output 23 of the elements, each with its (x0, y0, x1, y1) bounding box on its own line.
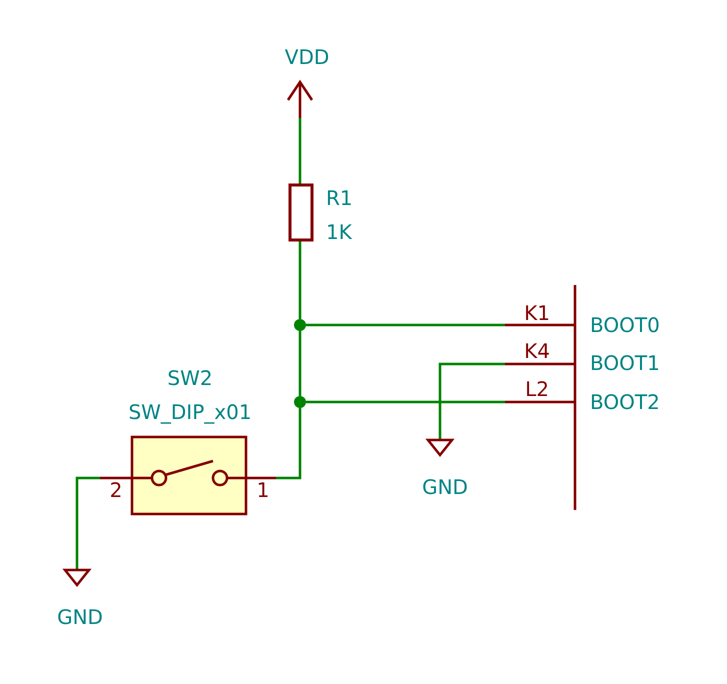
wire (298, 240, 302, 319)
net-label: VDD (284, 47, 330, 67)
wire (438, 362, 505, 440)
pin-name: BOOT2 (590, 392, 660, 412)
pin-number: 1 (256, 480, 270, 500)
wire (76, 476, 100, 570)
wire (306, 324, 505, 326)
wire (306, 400, 505, 404)
pin-number: L2 (525, 379, 549, 399)
wire (276, 408, 302, 480)
pin-name: BOOT1 (590, 353, 660, 373)
reference-label: R1 (326, 188, 353, 208)
wire (298, 331, 302, 396)
net-label: GND (57, 607, 103, 627)
pin-number: 2 (110, 480, 122, 500)
pin-number: K1 (524, 303, 550, 323)
pin-name: BOOT0 (590, 315, 660, 335)
wire (298, 118, 302, 185)
value-label: 1K (326, 222, 352, 242)
value-label: SW_DIP_x01 (128, 402, 252, 422)
reference-label: SW2 (167, 368, 213, 388)
pin-number: K4 (524, 341, 550, 361)
net-label: GND (422, 477, 468, 497)
